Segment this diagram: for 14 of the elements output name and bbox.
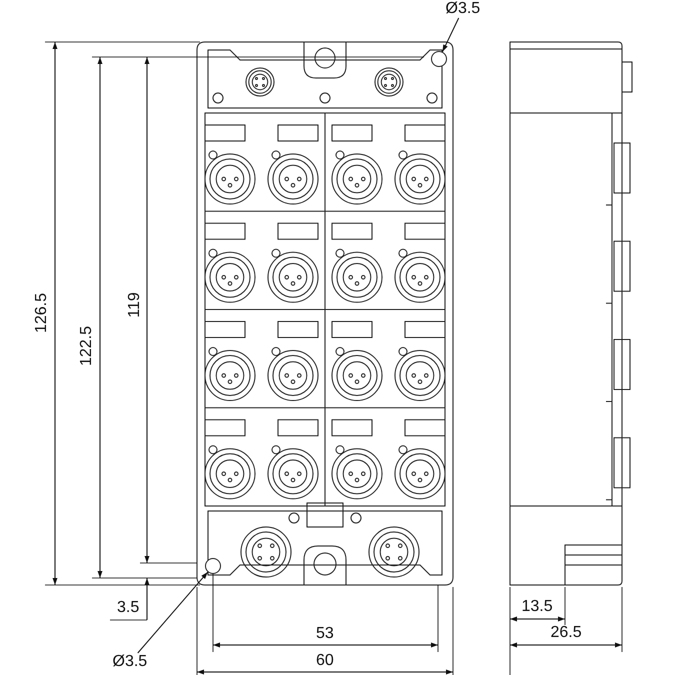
dimension-label: 122.5 xyxy=(78,326,96,366)
dimension-label: 126.5 xyxy=(33,292,52,334)
dimension-label: 26.5 xyxy=(550,624,582,642)
diameter-label: Ø3.5 xyxy=(446,0,480,18)
dimension-label: 3.5 xyxy=(117,599,140,617)
dimension-label: 13.5 xyxy=(522,598,553,616)
leader-line xyxy=(442,18,460,52)
diameter-label: Ø3.5 xyxy=(112,653,148,671)
dimension-label: 53 xyxy=(316,625,334,643)
leader-line xyxy=(137,572,208,654)
dimension-label: 119 xyxy=(126,292,144,318)
mounting-hole xyxy=(205,558,221,574)
mounting-hole xyxy=(431,51,447,67)
dimension-label: 60 xyxy=(316,652,334,670)
